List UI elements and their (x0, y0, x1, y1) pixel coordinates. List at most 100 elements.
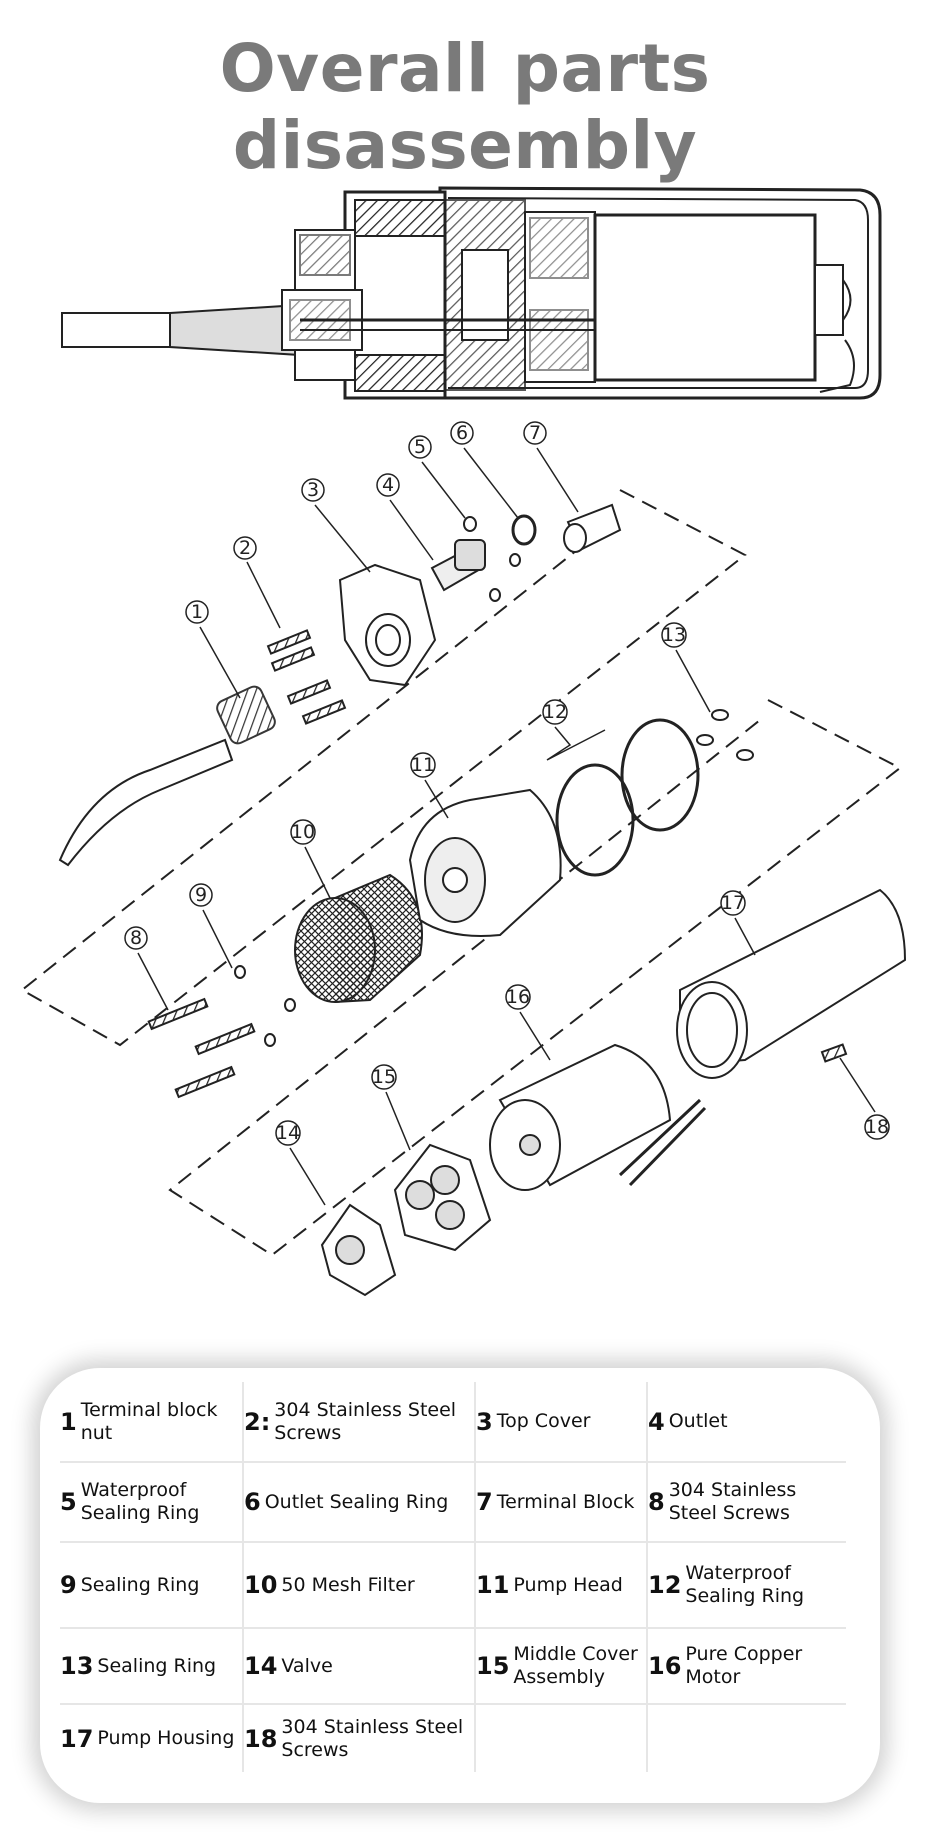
svg-text:6: 6 (456, 422, 468, 444)
part-label: Top Cover (496, 1410, 591, 1432)
part-label: 304 Stainless Steel Screws (274, 1398, 457, 1444)
part-label: Sealing Ring (97, 1654, 217, 1677)
part-number: 16 (648, 1652, 682, 1680)
callout-12: 12 (542, 699, 568, 725)
part-number: 17 (60, 1724, 94, 1753)
part-number: 10 (244, 1571, 278, 1599)
part-number: 7 (476, 1488, 493, 1516)
part-label: Waterproof Sealing Ring (80, 1479, 200, 1524)
svg-text:3: 3 (307, 479, 319, 501)
svg-text:4: 4 (382, 474, 394, 496)
callout-14: 14 (275, 1120, 301, 1146)
svg-text:14: 14 (276, 1122, 300, 1144)
part-label: Middle Cover Assembly (513, 1643, 638, 1688)
callout-16: 16 (505, 984, 531, 1010)
leader-lines (137, 447, 876, 1206)
svg-text:15: 15 (372, 1066, 396, 1088)
callout-8: 8 (124, 926, 148, 950)
callout-6: 6 (450, 421, 474, 445)
svg-text:5: 5 (414, 436, 426, 458)
svg-text:16: 16 (506, 986, 530, 1008)
svg-text:13: 13 (662, 624, 686, 646)
callout-4: 4 (376, 473, 400, 497)
table-cell (475, 1704, 648, 1772)
part-label: Terminal Block (496, 1490, 635, 1513)
table-cell (647, 1704, 846, 1772)
callout-13: 13 (661, 622, 687, 648)
callout-18: 18 (864, 1114, 890, 1140)
dashed-guide-planes (20, 489, 902, 1257)
callout-15: 15 (371, 1064, 397, 1090)
svg-text:10: 10 (291, 821, 315, 843)
part-label: Waterproof Sealing Ring (685, 1562, 805, 1607)
svg-text:2: 2 (239, 537, 251, 559)
exploded-parts (58, 503, 907, 1297)
svg-text:18: 18 (865, 1116, 889, 1138)
svg-text:8: 8 (130, 927, 142, 949)
part-number: 14 (244, 1652, 278, 1680)
part-number: 6 (244, 1488, 261, 1516)
part-label: Pump Housing (97, 1727, 235, 1749)
svg-text:1: 1 (191, 601, 203, 623)
svg-text:11: 11 (411, 754, 435, 776)
part-number: 9 (60, 1571, 77, 1599)
table-cell: 2:304 Stainless Steel Screws (243, 1382, 476, 1463)
part-number: 18 (244, 1724, 278, 1753)
part-label: Valve (281, 1654, 333, 1677)
part-number: 1 (60, 1407, 77, 1436)
svg-text:9: 9 (195, 884, 207, 906)
part-number: 4 (648, 1407, 665, 1436)
cross-section-assembly (61, 186, 882, 400)
part-number: 8 (648, 1488, 665, 1516)
part-number: 12 (648, 1571, 682, 1599)
page-title: Overall parts disassembly (219, 30, 711, 184)
part-number: 11 (476, 1571, 510, 1599)
part-number: 5 (60, 1488, 77, 1516)
part-label: Pure Copper Motor (685, 1643, 803, 1688)
callout-11: 11 (410, 752, 436, 778)
callout-7: 7 (523, 421, 547, 445)
svg-text:12: 12 (543, 701, 567, 723)
part-label: 304 Stainless Steel Screws (281, 1715, 464, 1761)
callout-9: 9 (189, 883, 213, 907)
part-number: 15 (476, 1652, 510, 1680)
callout-5: 5 (408, 435, 432, 459)
svg-text:17: 17 (721, 892, 745, 914)
part-number: 3 (476, 1407, 493, 1436)
part-label: Outlet (668, 1410, 728, 1432)
callout-1: 1 (185, 600, 209, 624)
part-label: Outlet Sealing Ring (264, 1490, 449, 1513)
callout-17: 17 (720, 890, 746, 916)
callout-2: 2 (233, 536, 257, 560)
part-label: 50 Mesh Filter (281, 1573, 415, 1596)
part-number: 13 (60, 1652, 94, 1680)
part-label: 304 Stainless Steel Screws (668, 1479, 797, 1524)
part-label: Sealing Ring (80, 1573, 200, 1596)
part-label: Terminal block nut (80, 1398, 218, 1444)
callout-10: 10 (290, 819, 316, 845)
